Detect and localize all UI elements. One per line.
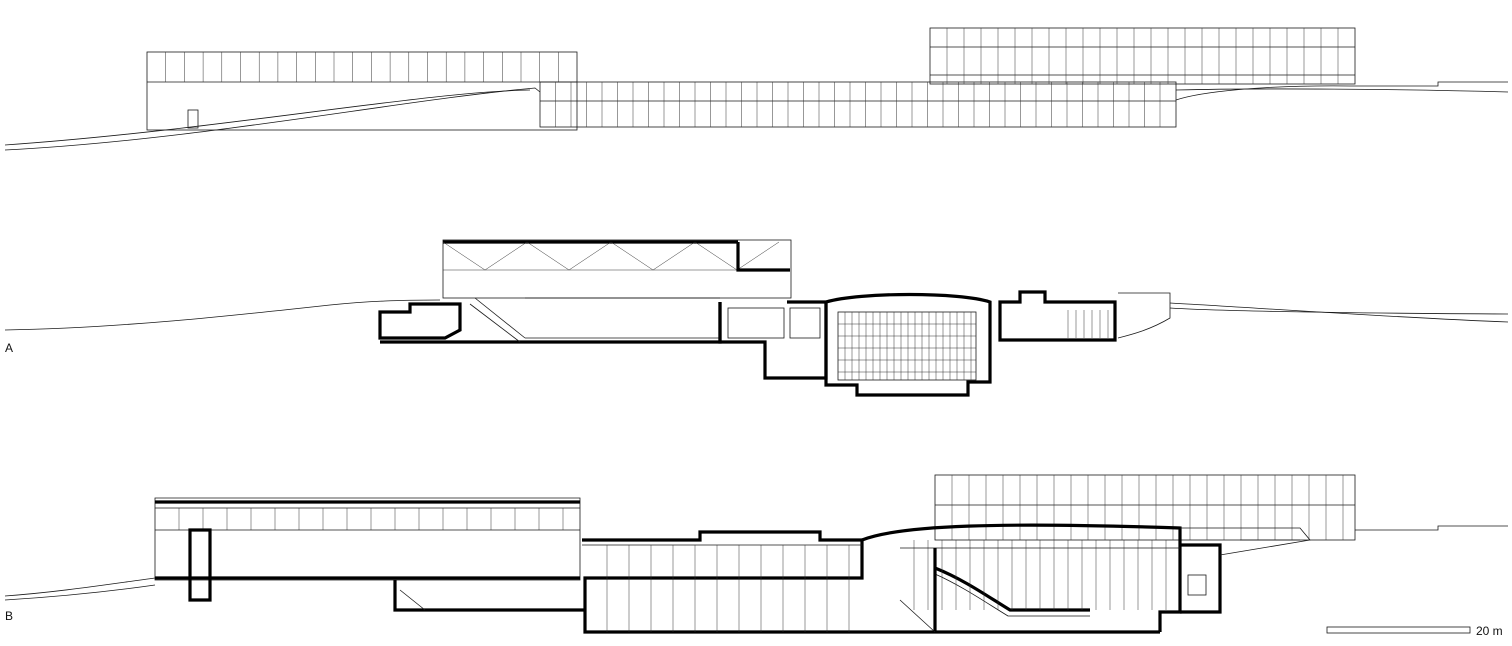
section-a-ground-left [4,299,441,331]
section-a-cut-middle [718,302,828,380]
section-b-middle-block [582,530,1160,634]
section-b-auditorium [861,523,1182,632]
section-b-right-wing [1180,543,1222,614]
section-b-background-building [934,474,1356,541]
elevation-left-building [146,51,578,131]
section-b-label: B [5,609,13,623]
elevation-left-door [187,109,199,129]
section-a-cut-left [378,302,462,340]
section-b-ground-left [4,577,156,597]
scale-bar-label: 20 m [1476,624,1503,638]
section-a-cut-right [998,290,1117,342]
section-b-view [4,474,1508,634]
section-a-view [4,239,1509,397]
elevation-ground-right-2 [1175,88,1509,93]
section-a-auditorium [824,292,992,397]
scale-bar: 20 m [1326,624,1503,638]
section-b-left-building [154,497,581,581]
section-a-ground-right [1169,307,1509,315]
elevation-ground-right [1175,81,1508,101]
section-a-label: A [5,341,13,355]
elevation-ground-line [4,87,541,151]
elevation-middle-building [539,81,1177,128]
elevation-ground-line-2 [4,89,531,146]
elevation-view [4,27,1509,151]
elevation-right-building [929,27,1356,85]
